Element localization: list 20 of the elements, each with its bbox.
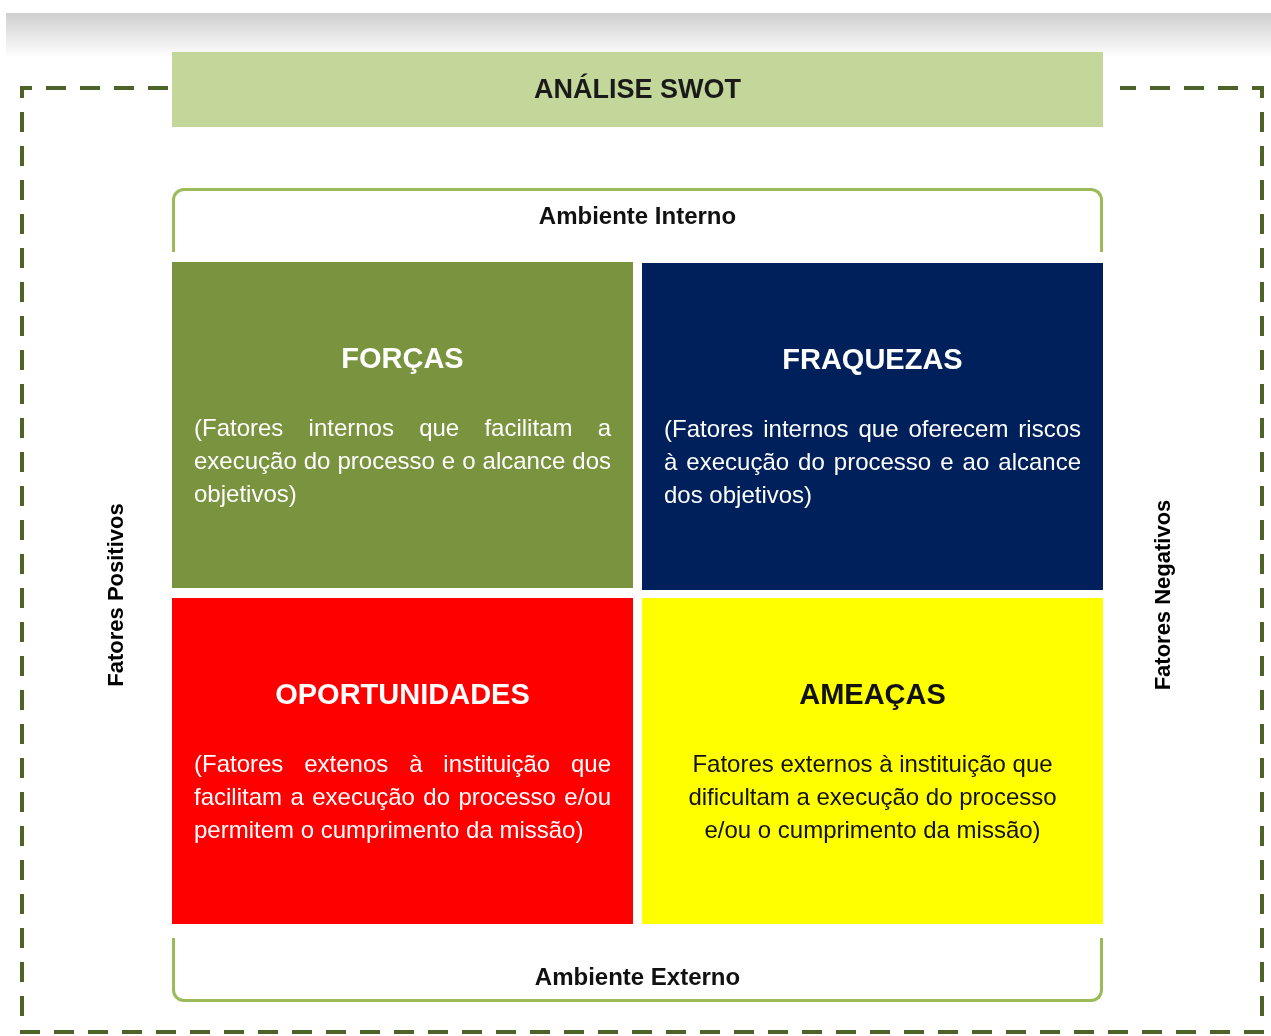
bracket-label xyxy=(172,938,1103,1002)
quadrant-heading: FORÇAS xyxy=(340,342,465,375)
axis-label: Fatores Positivos xyxy=(102,503,129,687)
quadrant-description: (Fatores extenos à instituição que facilitam a execução do processo e/ou permitem o cumprimento da missão) xyxy=(194,749,611,845)
section-label: Ambiente Externo xyxy=(534,963,741,991)
title-text: ANÁLISE SWOT xyxy=(534,74,741,105)
quadrant-heading: AMEAÇAS xyxy=(798,678,947,711)
quadrant-heading: FRAQUEZAS xyxy=(781,343,964,376)
swot-quadrant xyxy=(172,598,633,924)
title-band xyxy=(172,52,1103,127)
quadrant-description: (Fatores internos que facilitam a execução do processo e o alcance dos objetivos) xyxy=(194,413,611,509)
bracket-label xyxy=(172,188,1103,252)
axis-label: Fatores Negativos xyxy=(1149,499,1176,691)
swot-quadrant xyxy=(642,598,1103,924)
quadrant-heading: OPORTUNIDADES xyxy=(274,678,531,711)
swot-quadrant xyxy=(642,263,1103,590)
swot-quadrant xyxy=(172,262,633,588)
quadrant-description: Fatores externos à instituição que dificultam a execução do processo e/ou o cumprimento da missão) xyxy=(687,749,1058,845)
quadrant-description: (Fatores internos que oferecem riscos à execução do processo e ao alcance dos objetivos) xyxy=(664,414,1081,510)
section-label: Ambiente Interno xyxy=(538,202,737,230)
